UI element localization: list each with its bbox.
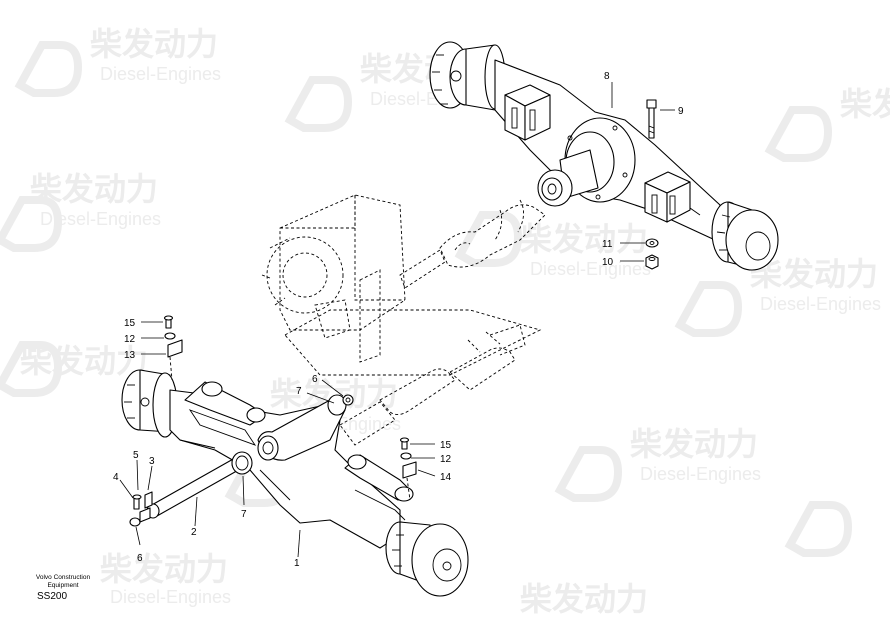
callout-12-top: 12 xyxy=(124,334,136,345)
watermark-en-4: Diesel-Engines xyxy=(530,259,651,279)
callout-9: 9 xyxy=(678,106,684,117)
watermark-logo-icon xyxy=(454,211,523,267)
watermark-cn-1: 柴发动力 xyxy=(90,25,218,63)
nut-part-10 xyxy=(645,254,659,270)
upper-propeller-shaft xyxy=(399,199,546,289)
watermark-logo-icon xyxy=(674,281,743,337)
watermark-logo-icon xyxy=(784,501,853,557)
bushing-part-7 xyxy=(231,451,253,475)
front-axle-right-arm xyxy=(344,454,414,521)
watermark-en-9: Diesel-Engines xyxy=(640,464,761,484)
small-hardware-top-left xyxy=(163,315,183,381)
watermark-en-10: Diesel-Engines xyxy=(110,587,231,607)
callout-7-bottom: 7 xyxy=(241,509,247,520)
callout-13: 13 xyxy=(124,350,136,361)
callout-2: 2 xyxy=(191,527,197,538)
lower-propeller-shaft xyxy=(339,324,526,446)
callout-14: 14 xyxy=(440,472,452,483)
rear-axle-left-hub xyxy=(429,41,506,111)
watermark-en-5: Diesel-Engines xyxy=(760,294,881,314)
front-axle-left-arm xyxy=(184,381,266,446)
small-hardware-left xyxy=(129,491,153,527)
front-axle-assembly xyxy=(121,315,469,597)
watermark-logo-icon xyxy=(0,341,63,397)
callout-1: 1 xyxy=(294,558,300,569)
rear-axle-bracket-right xyxy=(644,171,691,223)
rear-axle-bracket-left xyxy=(504,84,551,141)
rear-differential xyxy=(537,117,636,207)
drawing-code: SS200 xyxy=(37,591,68,602)
callout-6-bottom: 6 xyxy=(137,553,143,564)
fitting-part-6 xyxy=(342,394,354,406)
callout-4: 4 xyxy=(113,472,119,483)
watermark-cn-6: 柴发动力 xyxy=(840,85,890,123)
rear-axle-assembly xyxy=(429,41,779,271)
watermark-logo-icon xyxy=(284,76,353,132)
watermark-cn-3: 柴发动力 xyxy=(30,170,158,208)
transmission-outline xyxy=(261,194,542,376)
rear-axle-right-hub xyxy=(711,201,779,271)
callout-11: 11 xyxy=(602,239,613,250)
front-axle-cradle xyxy=(257,394,347,461)
washer-part-11 xyxy=(645,238,659,248)
brand-line-1: Volvo Construction xyxy=(35,574,91,581)
callout-5: 5 xyxy=(133,450,139,461)
brand-label: Volvo Construction Equipment xyxy=(28,574,98,590)
small-hardware-right xyxy=(399,437,417,501)
callout-8: 8 xyxy=(604,71,610,82)
bolt-part-9 xyxy=(646,99,657,139)
watermark-cn-5: 柴发动力 xyxy=(750,255,878,293)
watermark-cn-7: 柴发动力 xyxy=(20,342,148,380)
callout-3: 3 xyxy=(149,456,155,467)
watermark-logo-icon xyxy=(764,106,833,162)
front-axle-right-hub xyxy=(385,521,469,597)
callout-labels: 8 9 11 10 15 12 13 6 7 15 12 14 3 5 4 6 … xyxy=(113,71,684,569)
watermark-cn-9: 柴发动力 xyxy=(630,425,758,463)
watermark-cn-11: 柴发动力 xyxy=(520,580,648,618)
callout-15-right: 15 xyxy=(440,440,452,451)
watermark-logo-icon xyxy=(0,196,63,252)
callout-leaders xyxy=(119,82,675,558)
callout-7-top: 7 xyxy=(296,386,302,397)
callout-6-top: 6 xyxy=(312,374,318,385)
watermark-en-1: Diesel-Engines xyxy=(100,64,221,84)
callout-15-top: 15 xyxy=(124,318,136,329)
brand-line-2: Equipment xyxy=(47,582,79,589)
watermark-logo-icon xyxy=(14,41,83,97)
watermark-cn-10: 柴发动力 xyxy=(100,550,228,588)
callout-10: 10 xyxy=(602,257,614,268)
callout-12-right: 12 xyxy=(440,454,452,465)
watermark-en-3: Diesel-Engines xyxy=(40,209,161,229)
watermark-cn-4: 柴发动力 xyxy=(520,220,648,258)
watermark-logo-icon xyxy=(554,446,623,502)
front-axle-left-hub xyxy=(121,369,178,438)
